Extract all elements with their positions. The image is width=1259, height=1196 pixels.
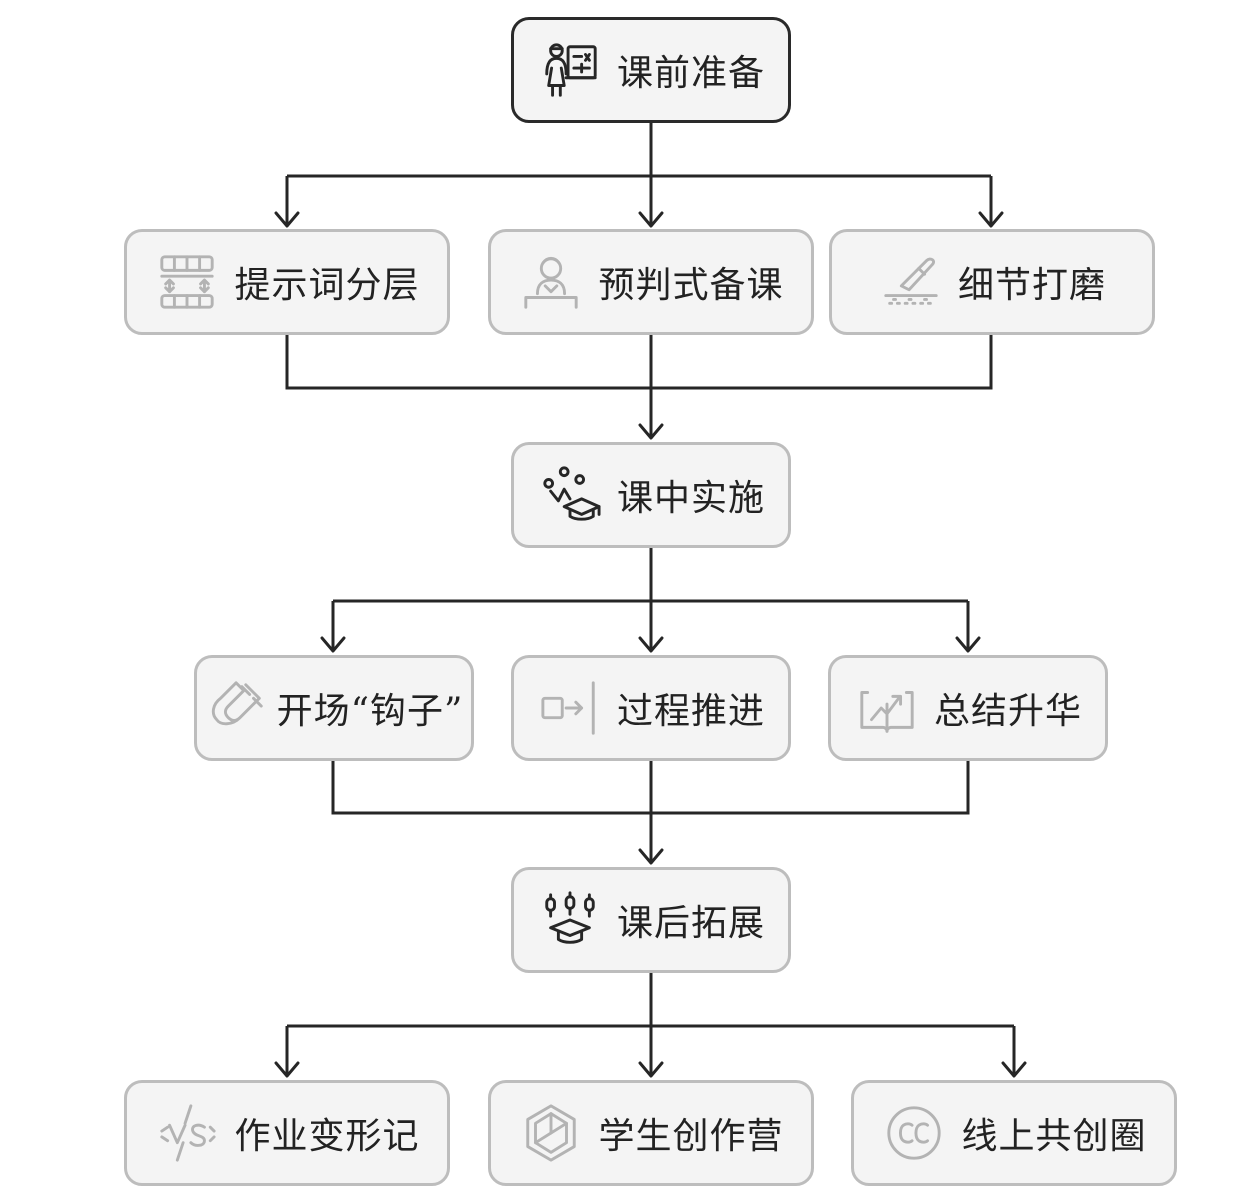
node-yupan[interactable]: 预判式备课 [488,229,814,335]
node-after[interactable]: 课后拓展 [511,867,791,973]
node-after-label: 课后拓展 [616,903,765,944]
arrowhead [320,636,346,653]
arrowhead [955,636,981,653]
student-skills-icon [537,887,603,953]
arrowhead [638,848,664,865]
vs-sparkle-icon [154,1100,220,1166]
arrowhead [638,1061,664,1078]
cc-circle-icon [881,1100,947,1166]
person-desk-icon [518,249,584,315]
arrowhead [274,1061,300,1078]
node-xuesheng[interactable]: 学生创作营 [488,1080,814,1186]
node-kaichang[interactable]: 开场“钩子” [194,655,474,761]
node-zuoye-label: 作业变形记 [234,1116,420,1157]
node-tishici[interactable]: 提示词分层 [124,229,450,335]
node-middle[interactable]: 课中实施 [511,442,791,548]
connector-merge-1 [285,334,993,390]
node-guocheng[interactable]: 过程推进 [511,655,791,761]
cube-icon [518,1100,584,1166]
node-zongjie[interactable]: 总结升华 [828,655,1108,761]
student-ideas-icon [537,462,603,528]
node-xijie-label: 细节打磨 [957,265,1106,306]
teacher-board-icon [537,37,603,103]
node-yupan-label: 预判式备课 [598,265,784,306]
node-kaichang-label: 开场“钩子” [276,691,464,732]
scalpel-icon [878,249,944,315]
arrowhead [978,211,1004,228]
arrowhead [638,423,664,440]
node-xianshang[interactable]: 线上共创圈 [851,1080,1177,1186]
arrowhead [274,211,300,228]
node-tishici-label: 提示词分层 [234,265,420,306]
arrowhead [638,211,664,228]
magnet-icon [205,675,271,741]
arrow-to-bar-icon [537,675,603,741]
node-guocheng-label: 过程推进 [616,691,765,732]
node-zuoye[interactable]: 作业变形记 [124,1080,450,1186]
node-middle-label: 课中实施 [616,478,765,519]
node-root-label: 课前准备 [616,53,765,94]
node-xijie[interactable]: 细节打磨 [829,229,1155,335]
arrowhead [638,636,664,653]
node-xuesheng-label: 学生创作营 [598,1116,784,1157]
layers-grid-icon [154,249,220,315]
node-xianshang-label: 线上共创圈 [961,1116,1147,1157]
book-growth-icon [854,675,920,741]
arrowhead [1001,1061,1027,1078]
node-root[interactable]: 课前准备 [511,17,791,123]
node-zongjie-label: 总结升华 [933,691,1082,732]
